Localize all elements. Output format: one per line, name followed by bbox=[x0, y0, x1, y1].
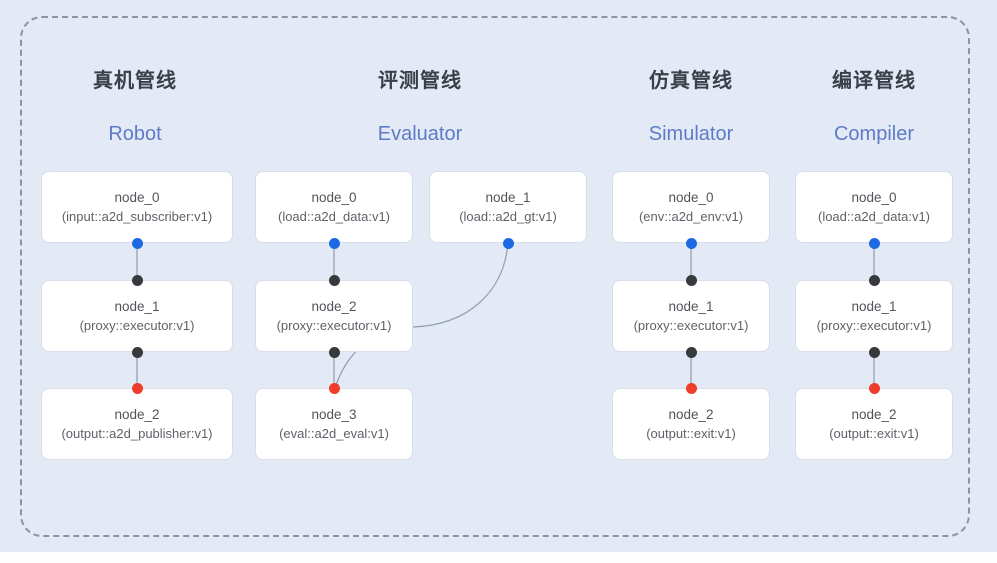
node-eval-node1: node_1 (load::a2d_gt:v1) bbox=[429, 171, 587, 243]
pipeline-title-en-simulator: Simulator bbox=[648, 123, 734, 145]
node-name: node_1 bbox=[485, 189, 531, 205]
pipeline-title-en-evaluator: Evaluator bbox=[377, 123, 463, 145]
page-bottom-edge bbox=[0, 552, 997, 563]
node-type: (proxy::executor:v1) bbox=[276, 317, 392, 333]
pipeline-title-cn-compiler: 编译管线 bbox=[832, 70, 916, 92]
node-name: node_0 bbox=[668, 189, 714, 205]
node-type: (env::a2d_env:v1) bbox=[638, 208, 744, 224]
node-comp-node1: node_1 (proxy::executor:v1) bbox=[795, 280, 953, 352]
output-port-dot bbox=[685, 237, 697, 249]
node-sim-node0: node_0 (env::a2d_env:v1) bbox=[612, 171, 770, 243]
node-name: node_2 bbox=[311, 298, 357, 314]
node-name: node_2 bbox=[851, 406, 897, 422]
input-port-dot bbox=[131, 382, 143, 394]
pipeline-title-en-robot: Robot bbox=[108, 123, 162, 145]
node-robot-node0: node_0 (input::a2d_subscriber:v1) bbox=[41, 171, 233, 243]
node-comp-node0: node_0 (load::a2d_data:v1) bbox=[795, 171, 953, 243]
node-type: (load::a2d_data:v1) bbox=[817, 208, 931, 224]
output-port-dot bbox=[502, 237, 514, 249]
intermediate-port-dot bbox=[131, 346, 143, 358]
intermediate-port-dot bbox=[868, 346, 880, 358]
node-type: (output::a2d_publisher:v1) bbox=[61, 425, 213, 441]
node-name: node_2 bbox=[668, 406, 714, 422]
node-robot-node1: node_1 (proxy::executor:v1) bbox=[41, 280, 233, 352]
node-name: node_0 bbox=[311, 189, 357, 205]
node-type: (load::a2d_data:v1) bbox=[277, 208, 391, 224]
pipeline-title-cn-simulator: 仿真管线 bbox=[649, 70, 733, 92]
node-comp-node2: node_2 (output::exit:v1) bbox=[795, 388, 953, 460]
node-name: node_1 bbox=[851, 298, 897, 314]
node-sim-node2: node_2 (output::exit:v1) bbox=[612, 388, 770, 460]
node-name: node_1 bbox=[114, 298, 160, 314]
node-eval-node2: node_2 (proxy::executor:v1) bbox=[255, 280, 413, 352]
node-type: (output::exit:v1) bbox=[646, 425, 736, 441]
node-type: (proxy::executor:v1) bbox=[633, 317, 749, 333]
intermediate-port-dot bbox=[868, 274, 880, 286]
intermediate-port-dot bbox=[328, 274, 340, 286]
node-type: (input::a2d_subscriber:v1) bbox=[61, 208, 213, 224]
intermediate-port-dot bbox=[328, 346, 340, 358]
node-type: (load::a2d_gt:v1) bbox=[459, 208, 557, 224]
node-type: (output::exit:v1) bbox=[829, 425, 919, 441]
node-eval-node0: node_0 (load::a2d_data:v1) bbox=[255, 171, 413, 243]
intermediate-port-dot bbox=[131, 274, 143, 286]
intermediate-port-dot bbox=[685, 346, 697, 358]
intermediate-port-dot bbox=[685, 274, 697, 286]
node-type: (proxy::executor:v1) bbox=[816, 317, 932, 333]
input-port-dot bbox=[868, 382, 880, 394]
pipeline-title-cn-robot: 真机管线 bbox=[93, 70, 177, 92]
pipeline-group-frame bbox=[20, 16, 970, 537]
node-type: (proxy::executor:v1) bbox=[79, 317, 195, 333]
input-port-dot bbox=[685, 382, 697, 394]
node-robot-node2: node_2 (output::a2d_publisher:v1) bbox=[41, 388, 233, 460]
edge-eval-n1-n3-curve bbox=[335, 242, 509, 386]
output-port-dot bbox=[131, 237, 143, 249]
node-type: (eval::a2d_eval:v1) bbox=[279, 425, 389, 441]
input-port-dot bbox=[328, 382, 340, 394]
node-name: node_2 bbox=[114, 406, 160, 422]
node-sim-node1: node_1 (proxy::executor:v1) bbox=[612, 280, 770, 352]
node-name: node_3 bbox=[311, 406, 357, 422]
pipeline-title-cn-evaluator: 评测管线 bbox=[378, 70, 462, 92]
output-port-dot bbox=[328, 237, 340, 249]
node-eval-node3: node_3 (eval::a2d_eval:v1) bbox=[255, 388, 413, 460]
node-name: node_0 bbox=[851, 189, 897, 205]
node-name: node_0 bbox=[114, 189, 160, 205]
pipeline-title-en-compiler: Compiler bbox=[833, 123, 915, 145]
node-name: node_1 bbox=[668, 298, 714, 314]
output-port-dot bbox=[868, 237, 880, 249]
